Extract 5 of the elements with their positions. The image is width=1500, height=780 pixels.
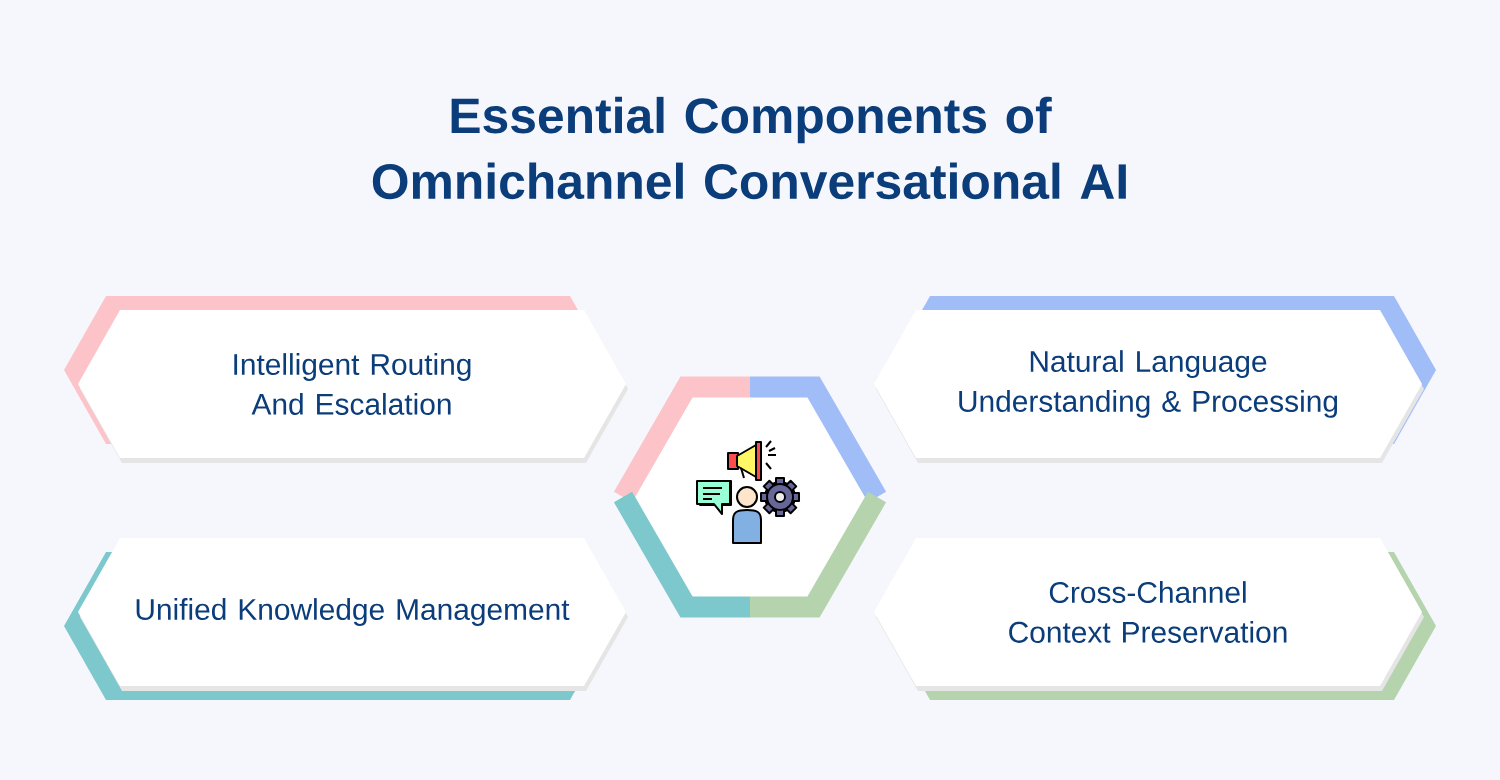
hexagon-box: Unified Knowledge Management bbox=[64, 538, 628, 700]
hexagon-box: Intelligent Routing And Escalation bbox=[64, 296, 628, 463]
hexagon-box: Cross-Channel Context Preservation bbox=[874, 538, 1436, 700]
title: Essential Components of Omnichannel Conversational AI bbox=[372, 96, 1126, 200]
hexagon-box: Natural Language Understanding & Processing bbox=[874, 296, 1436, 463]
